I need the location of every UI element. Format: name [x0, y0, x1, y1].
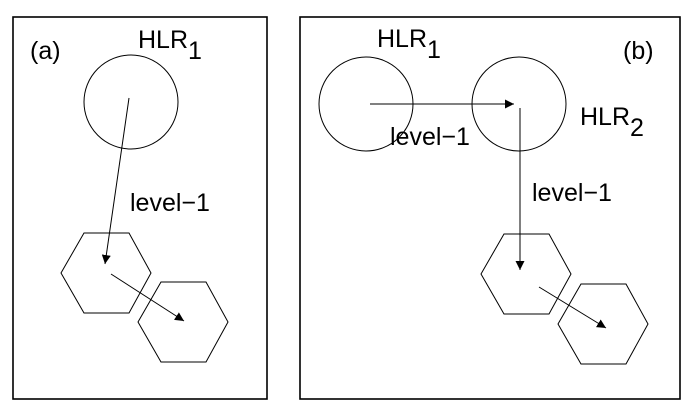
panel-a-frame	[12, 16, 268, 400]
panel-b-hlr2-label: HLR2	[580, 103, 644, 142]
panel-b-frame	[299, 16, 681, 400]
panel-b-level1-vertical-label: level−1	[532, 179, 612, 207]
panel-a-level1-arrow	[101, 97, 130, 265]
panel-a-hlr1-circle	[83, 54, 179, 150]
panel-a-handoff-arrow	[110, 273, 185, 322]
panel-b-level1-horizontal-label: level−1	[390, 123, 470, 151]
panel-a-cell-2	[137, 281, 229, 363]
panel-a-label: (a)	[30, 37, 61, 65]
panel-a-hlr1-label: HLR1	[138, 26, 202, 65]
panel-b-cell-1	[480, 233, 572, 315]
panel-b-hlr1-label: HLR1	[377, 25, 441, 64]
panel-b-cell-2	[557, 283, 649, 365]
panel-b-handoff-arrow	[538, 286, 607, 329]
panel-a: (a) HLR1 level−1	[12, 16, 268, 400]
panel-b: (b) HLR1 HLR2 level−1 level−1	[299, 16, 681, 400]
panel-a-level1-label: level−1	[130, 189, 210, 217]
panel-b-label: (b)	[623, 37, 654, 65]
panel-a-cell-1	[60, 232, 152, 314]
